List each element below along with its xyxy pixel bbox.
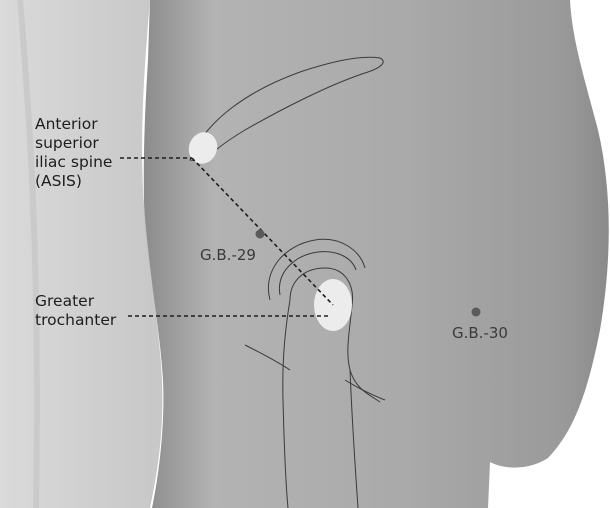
gb30-label: G.B.-30 (452, 324, 508, 342)
gb29-label: G.B.-29 (200, 246, 256, 264)
gb29-point (256, 230, 265, 239)
asis-label: Anterior superior iliac spine (ASIS) (35, 115, 112, 191)
greater-trochanter-label: Greater trochanter (35, 292, 116, 330)
gb30-point (472, 308, 481, 317)
